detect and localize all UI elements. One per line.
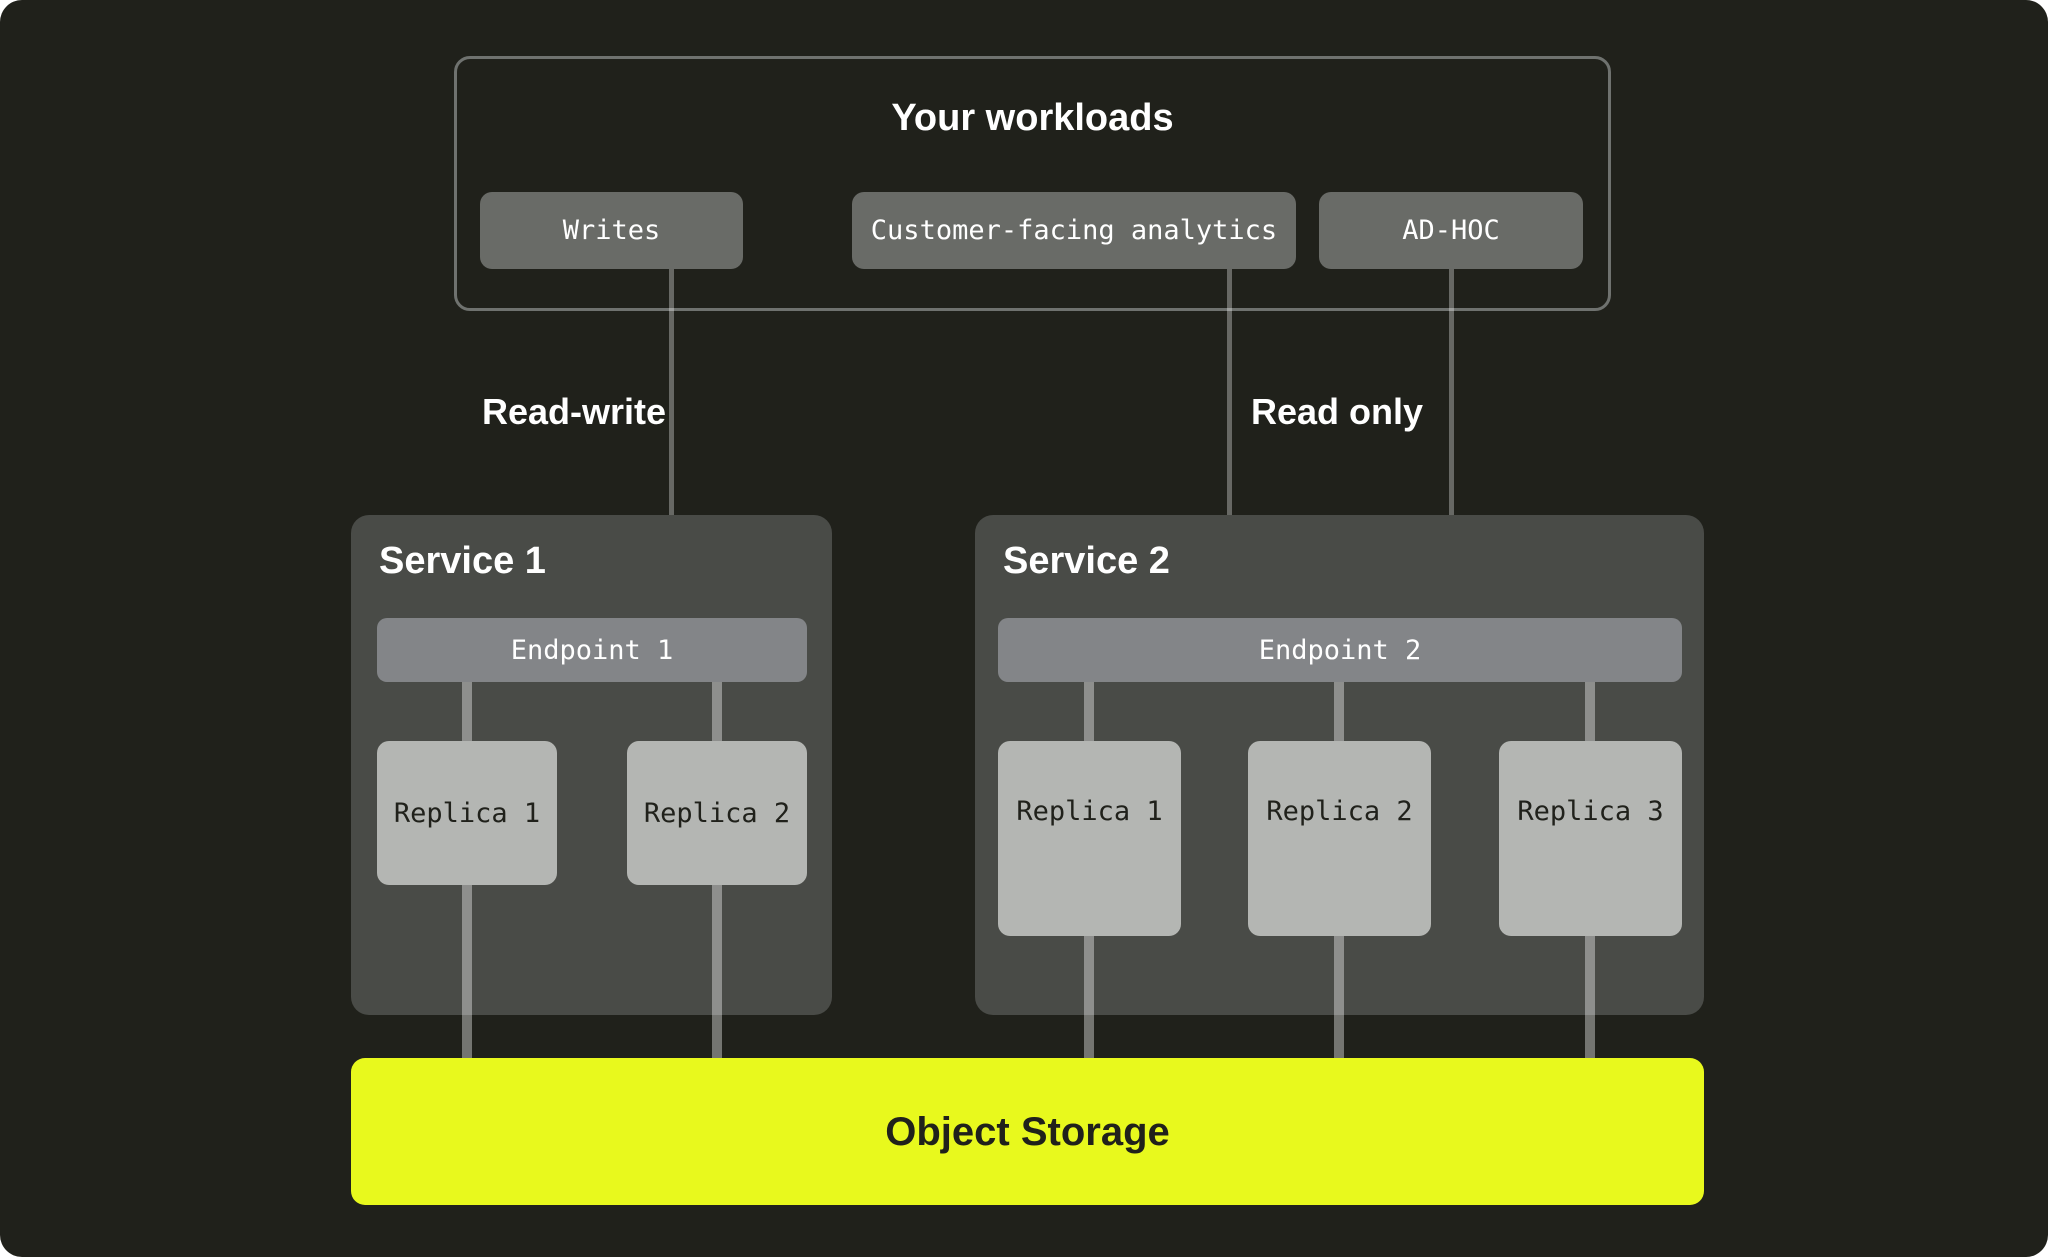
service-1-title: Service 1 [379, 540, 546, 582]
endpoint-1-bar: Endpoint 1 [377, 618, 807, 682]
service-2-replica-1: Replica 1 [998, 741, 1181, 936]
service-2-replica-2-label: Replica 2 [1266, 796, 1413, 827]
object-storage-label: Object Storage [885, 1109, 1170, 1154]
workload-node-ad-hoc-label: AD-HOC [1402, 215, 1500, 246]
arrow-adhoc-to-endpoint2 [1449, 269, 1454, 583]
workload-node-ad-hoc: AD-HOC [1319, 192, 1583, 269]
service-2-replica-3: Replica 3 [1499, 741, 1682, 936]
service-1-replica-2: Replica 2 [627, 741, 807, 885]
arrow-analytics-to-endpoint2 [1227, 269, 1232, 583]
service-2-replica-2: Replica 2 [1248, 741, 1431, 936]
endpoint-1-label: Endpoint 1 [510, 634, 674, 666]
service-2-replica-3-label: Replica 3 [1517, 796, 1664, 827]
endpoint-2-label: Endpoint 2 [1258, 634, 1422, 666]
service-1-replica-1: Replica 1 [377, 741, 557, 885]
read-only-label: Read only [1250, 391, 1424, 432]
workloads-title: Your workloads [891, 97, 1174, 139]
workload-node-writes-label: Writes [562, 215, 661, 246]
workloads-group-box [454, 56, 1611, 311]
arrow-writes-to-endpoint1 [669, 269, 674, 583]
workload-node-writes: Writes [480, 192, 743, 269]
endpoint-2-bar: Endpoint 2 [998, 618, 1682, 682]
service-2-title: Service 2 [1003, 540, 1170, 582]
read-write-label: Read-write [481, 391, 667, 432]
service-2-replica-1-label: Replica 1 [1016, 796, 1163, 827]
service-1-replica-2-label: Replica 2 [643, 797, 791, 829]
object-storage-bar: Object Storage [351, 1058, 1704, 1205]
workload-node-customer-facing-analytics: Customer-facing analytics [852, 192, 1296, 269]
workload-node-customer-facing-analytics-label: Customer-facing analytics [870, 215, 1278, 246]
service-1-replica-1-label: Replica 1 [393, 797, 541, 829]
